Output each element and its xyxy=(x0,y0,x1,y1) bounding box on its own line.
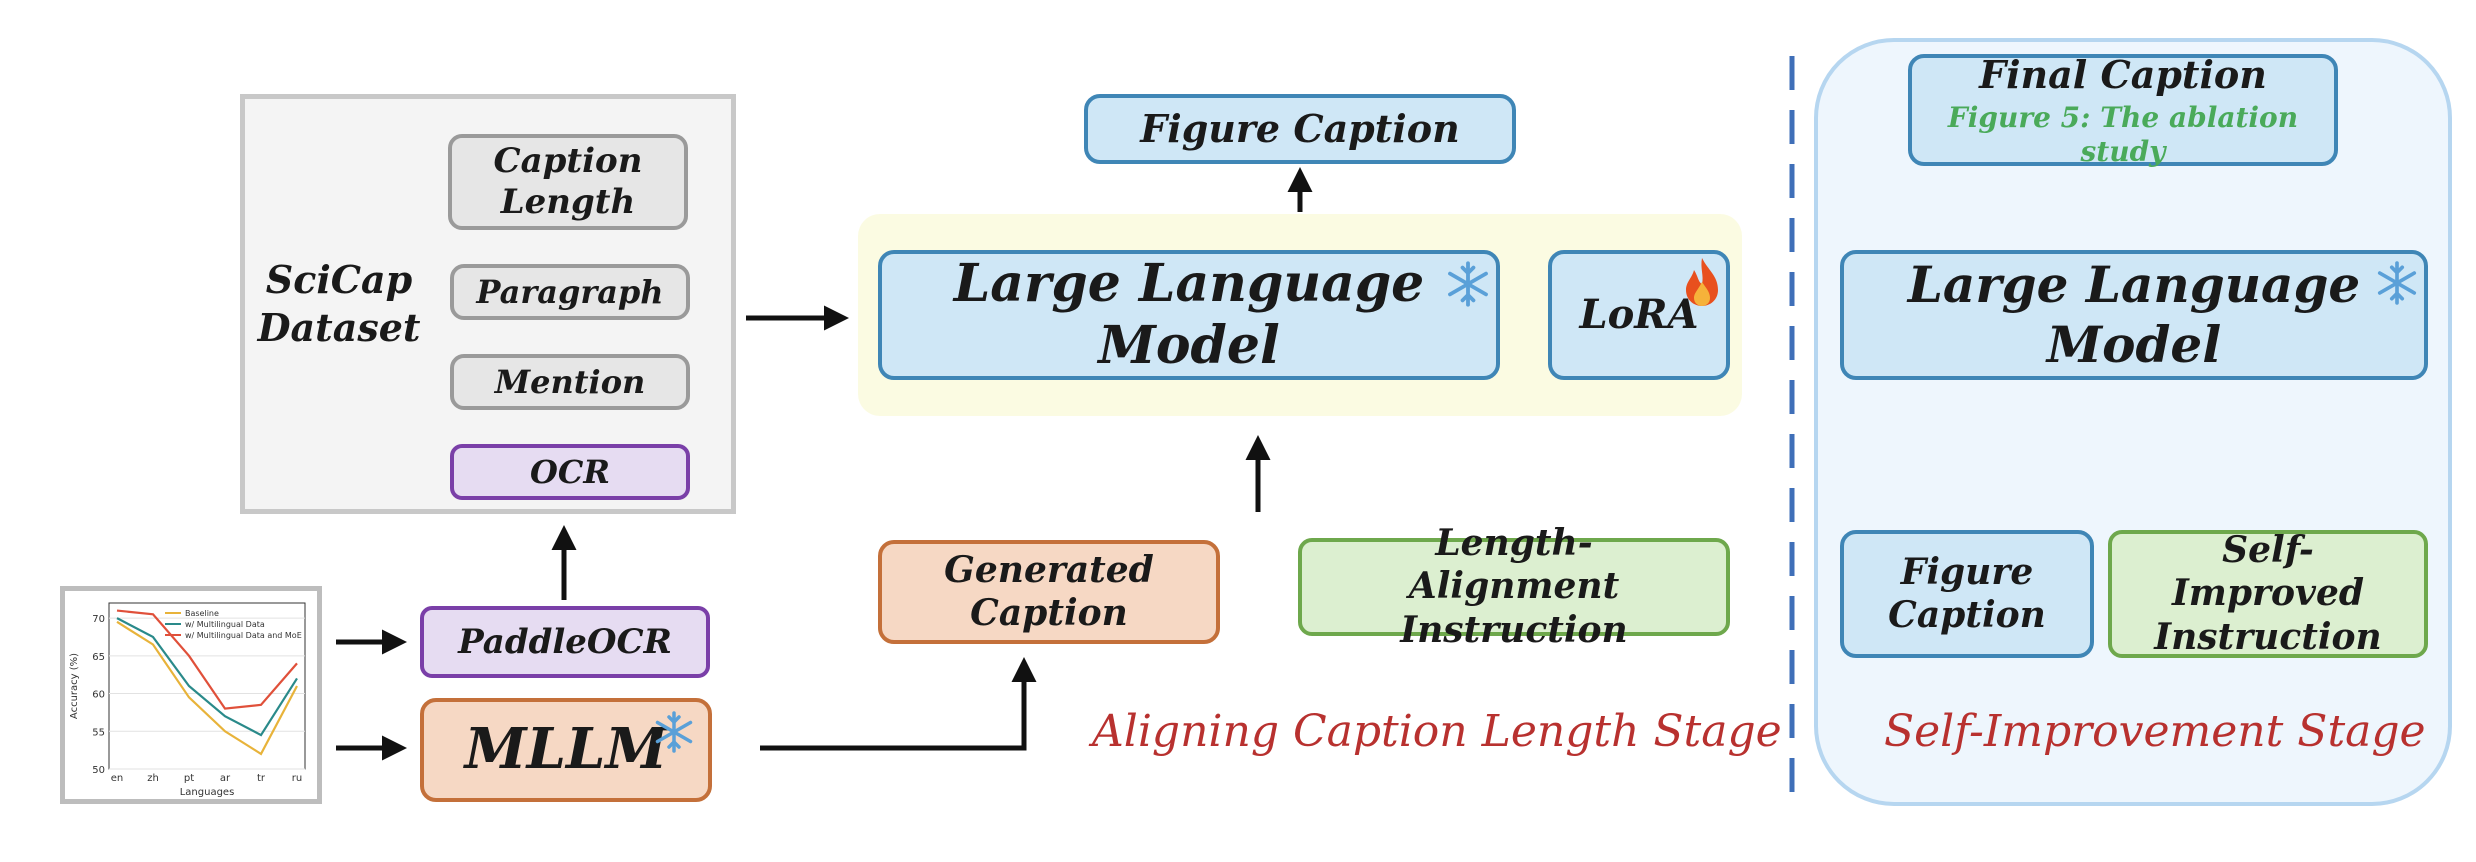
figure-caption-input-box: Figure Caption xyxy=(1840,530,2094,658)
final-caption-box: Final Caption Figure 5: The ablation stu… xyxy=(1908,51,2338,168)
paragraph-label: Paragraph xyxy=(476,272,664,311)
self-improvement-panel xyxy=(1814,38,2452,806)
figure-caption-output-box: Figure Caption xyxy=(1084,94,1516,164)
aligning-stage-title: Aligning Caption Length Stage xyxy=(1092,706,1782,757)
llm-box-right: Large Language Model xyxy=(1840,250,2428,380)
x-tick-label: zh xyxy=(147,773,159,784)
paddleocr-box: PaddleOCR xyxy=(420,606,710,678)
x-tick-label: en xyxy=(111,773,124,784)
generated-caption-label: Generated Caption xyxy=(944,548,1154,634)
final-caption-label: Final Caption xyxy=(1979,51,2267,97)
lora-label: LoRA xyxy=(1579,291,1699,338)
mention-box: Mention xyxy=(450,354,690,410)
x-tick-label: pt xyxy=(184,773,194,784)
dataset-title-line1: SciCap xyxy=(265,257,413,302)
legend-entry: w/ Multilingual Data and MoE xyxy=(185,631,302,640)
arrow-mllm-to-generated-caption xyxy=(760,657,1037,751)
length-alignment-instruction-label: Length-Alignment Instruction xyxy=(1400,522,1628,651)
length-alignment-instruction-box: Length-Alignment Instruction xyxy=(1298,522,1730,651)
llm-label-right: Large Language Model xyxy=(1907,255,2361,374)
series-line xyxy=(116,617,298,737)
generated-caption-box: Generated Caption xyxy=(878,540,1220,644)
y-tick-label: 60 xyxy=(92,690,105,701)
y-tick-label: 65 xyxy=(92,652,105,663)
paragraph-box: Paragraph xyxy=(450,264,690,320)
x-tick-label: ru xyxy=(292,773,302,784)
paddleocr-label: PaddleOCR xyxy=(458,621,672,662)
flame-icon xyxy=(1686,258,1718,306)
y-axis-label: Accuracy (%) xyxy=(69,653,80,719)
dataset-title-line2: Dataset xyxy=(257,304,421,350)
snowflake-icon xyxy=(2377,261,2417,305)
self-improvement-stage-title: Self-Improvement Stage xyxy=(1884,706,2426,757)
y-tick-label: 55 xyxy=(92,727,105,738)
caption-length-label: Caption Length xyxy=(493,141,643,222)
llm-label-middle: Large Language Model xyxy=(953,252,1425,376)
llm-box-middle: Large Language Model xyxy=(878,250,1500,380)
series-line xyxy=(116,609,298,710)
mllm-box: MLLM xyxy=(420,698,712,802)
y-tick-label: 70 xyxy=(92,614,105,625)
scicap-dataset-title: SciCap Dataset xyxy=(254,256,424,351)
self-improved-instruction-label: Self-Improved Instruction xyxy=(2154,529,2382,658)
x-tick-label: tr xyxy=(257,773,266,784)
legend-entry: w/ Multilingual Data xyxy=(185,620,265,629)
final-caption-example: Figure 5: The ablation study xyxy=(1947,101,2299,168)
ocr-box: OCR xyxy=(450,444,690,500)
mllm-label: MLLM xyxy=(464,716,668,783)
self-improved-instruction-box: Self-Improved Instruction xyxy=(2108,529,2428,658)
y-tick-label: 50 xyxy=(92,765,105,776)
mention-label: Mention xyxy=(494,362,646,401)
snowflake-icon xyxy=(1448,261,1488,307)
figure-caption-input-label: Figure Caption xyxy=(1888,550,2046,636)
caption-length-box: Caption Length xyxy=(448,134,688,230)
x-axis-label: Languages xyxy=(180,787,235,798)
snowflake-icon xyxy=(655,711,693,753)
ocr-label: OCR xyxy=(530,452,610,491)
lora-box: LoRA xyxy=(1548,250,1730,380)
series-line xyxy=(116,620,298,756)
figure-caption-output-label: Figure Caption xyxy=(1140,106,1460,152)
legend-entry: Baseline xyxy=(185,609,219,618)
x-tick-label: ar xyxy=(220,773,231,784)
